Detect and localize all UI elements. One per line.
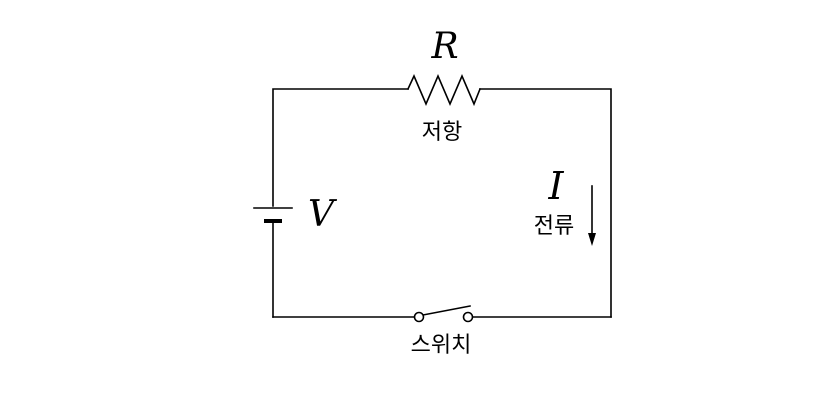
- top-branch: [272, 73, 612, 318]
- current-symbol-label: I: [547, 164, 564, 208]
- switch-lever: [422, 305, 471, 316]
- switch-left-terminal: [413, 311, 425, 323]
- bottom-branch: [272, 305, 612, 323]
- current-arrow: [588, 185, 596, 246]
- top-left-wire: [272, 88, 409, 207]
- top-right-wire: [479, 88, 612, 318]
- resistor-symbol: [406, 73, 482, 107]
- voltage-symbol-label: V: [308, 194, 338, 235]
- current-arrow-head: [588, 233, 596, 246]
- battery-symbol: [253, 207, 293, 318]
- resistor-symbol-label: R: [430, 26, 458, 67]
- switch-label: 스위치: [411, 333, 472, 358]
- resistor-label: 저항: [422, 120, 462, 145]
- switch-right-terminal: [462, 311, 474, 323]
- current-label: 전류: [534, 214, 574, 239]
